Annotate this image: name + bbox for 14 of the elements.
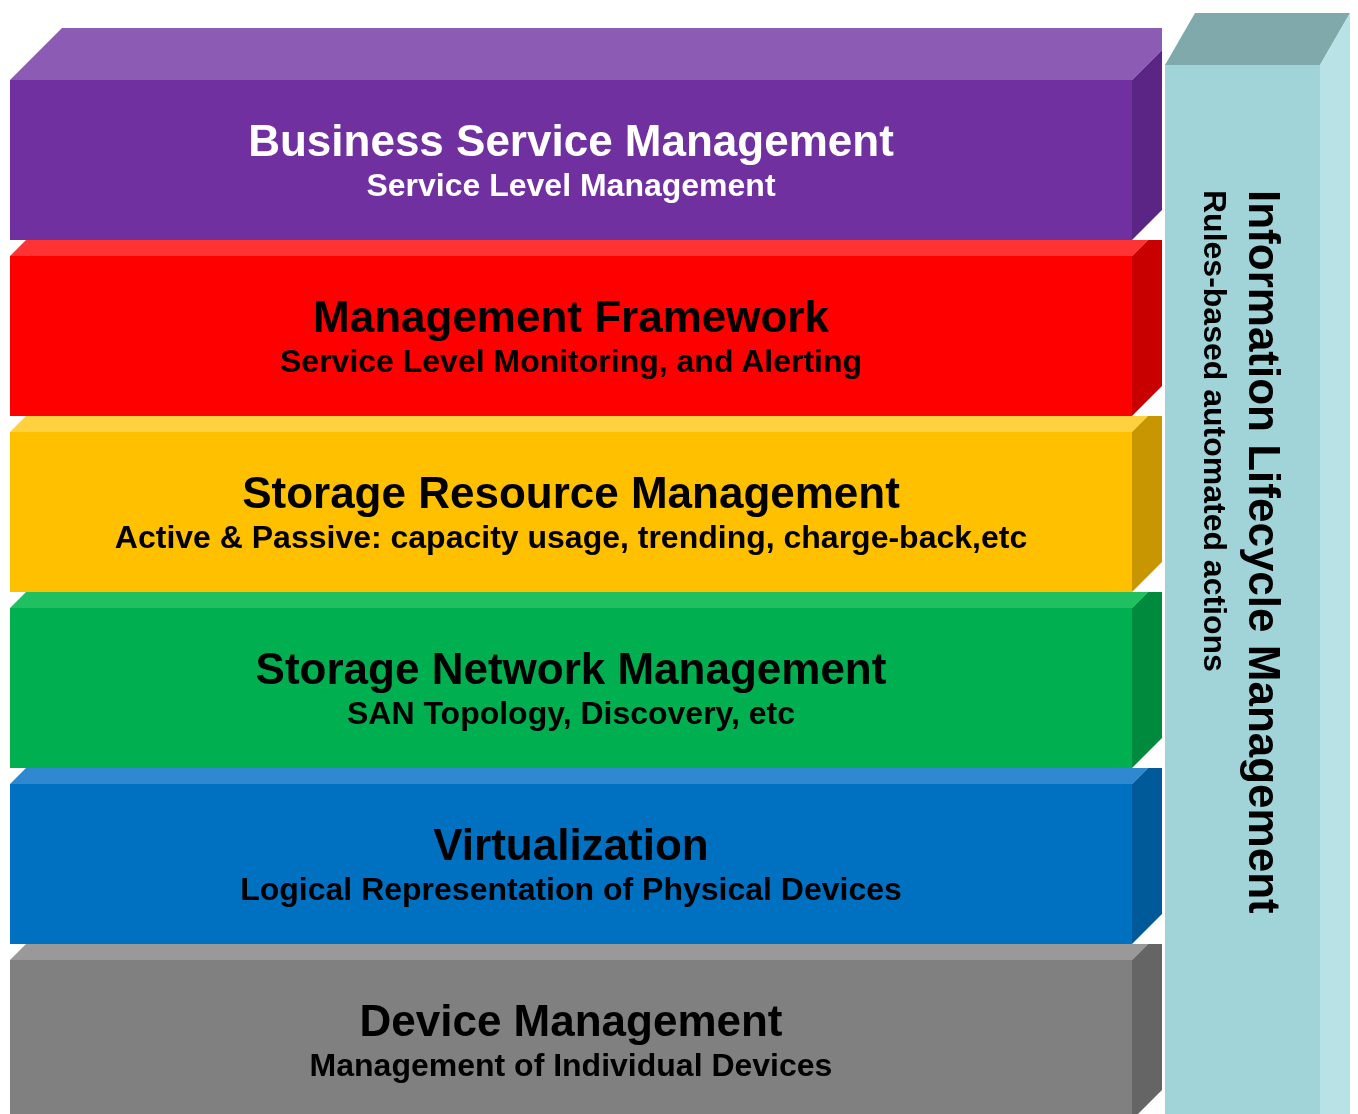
layer-title: Storage Resource Management [242, 467, 900, 519]
layer-title: Storage Network Management [255, 643, 887, 695]
layer-title: Management Framework [313, 291, 829, 343]
layer-title: Virtualization [433, 819, 709, 871]
layer-subtitle: SAN Topology, Discovery, etc [346, 694, 796, 733]
layer-subtitle: Logical Representation of Physical Devices [240, 870, 902, 909]
layer-subtitle: Active & Passive: capacity usage, trending, charge-back,etc [114, 518, 1028, 557]
column-title: Information Lifecycle Management [1239, 190, 1289, 914]
layer-title: Business Service Management [248, 115, 894, 167]
layer-title: Device Management [359, 995, 783, 1047]
layer-subtitle: Service Level Management [366, 166, 776, 205]
layer-subtitle: Management of Individual Devices [309, 1046, 833, 1085]
column-subtitle: Rules-based automated actions [1196, 190, 1233, 672]
layer-subtitle: Service Level Monitoring, and Alerting [280, 342, 862, 381]
